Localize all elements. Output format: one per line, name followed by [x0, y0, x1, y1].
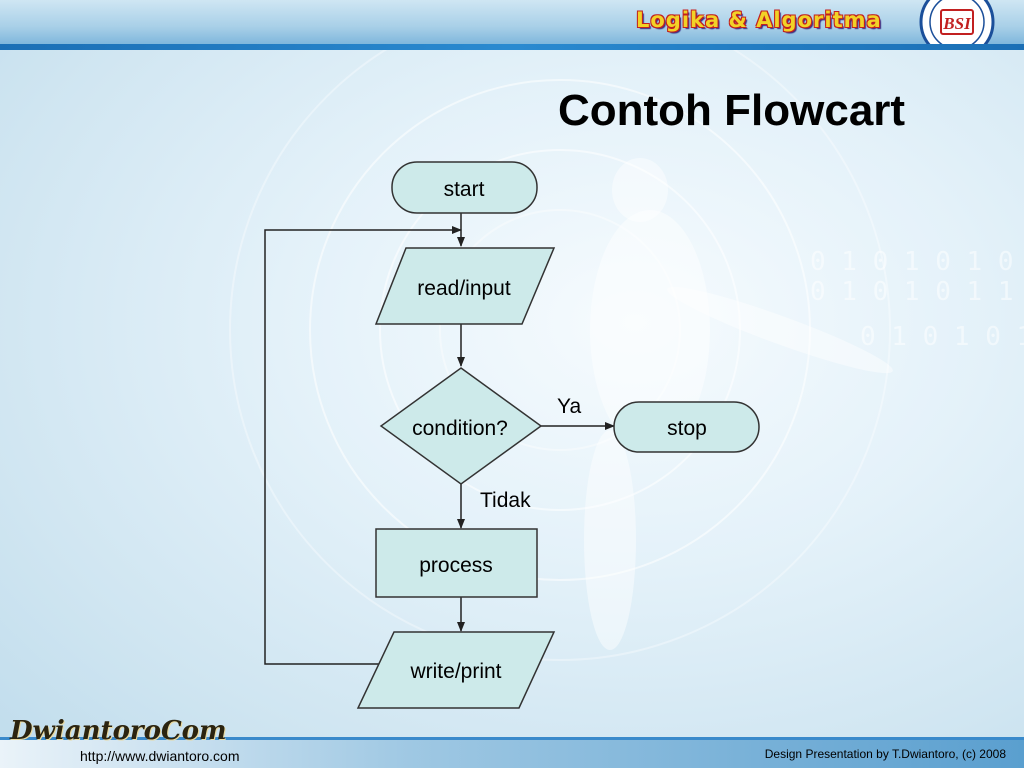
condition-label: condition?	[412, 417, 508, 440]
footer-stripe	[0, 737, 1024, 740]
stop-node	[613, 401, 760, 453]
stop-label: stop	[667, 417, 707, 440]
condition-node	[379, 367, 543, 485]
yes-edge-label: Ya	[557, 395, 581, 418]
slide-title: Contoh Flowcart	[558, 86, 906, 135]
footer-url: http://www.dwiantoro.com	[80, 748, 240, 764]
process-node	[375, 528, 538, 598]
input-label: read/input	[417, 277, 511, 300]
start-label: start	[444, 178, 485, 201]
emblem-letters: BSI	[942, 14, 972, 33]
footer-credit: Design Presentation by T.Dwiantoro, (c) …	[764, 747, 1006, 761]
start-node	[391, 161, 538, 214]
edge-output-loop-to-input	[264, 226, 462, 665]
svg-text:0 1 0 1 0 1 0 1 1: 0 1 0 1 0 1 0 1 1	[810, 247, 1024, 277]
output-node	[356, 631, 556, 709]
bsi-emblem-icon: BSI	[919, 0, 995, 44]
header-band	[0, 0, 1024, 44]
background-art: 0 1 0 1 0 1 0 1 1 0 1 0 1 0 1 1 0 1 0 1 …	[229, 50, 1024, 661]
svg-text:0 1 0 1 0 1 1: 0 1 0 1 0 1 1	[810, 277, 1014, 307]
dwiantoro-logo: DwiantoroCom	[10, 716, 227, 746]
header-stripe	[0, 44, 1024, 50]
svg-text:0 1 0 1 0 1: 0 1 0 1 0 1	[860, 322, 1024, 352]
course-logo: Logika & Algoritma	[636, 8, 882, 32]
output-label: write/print	[409, 660, 501, 683]
footer-band	[0, 740, 1024, 768]
no-edge-label: Tidak	[480, 489, 531, 512]
process-label: process	[419, 554, 493, 577]
input-node	[374, 247, 556, 325]
